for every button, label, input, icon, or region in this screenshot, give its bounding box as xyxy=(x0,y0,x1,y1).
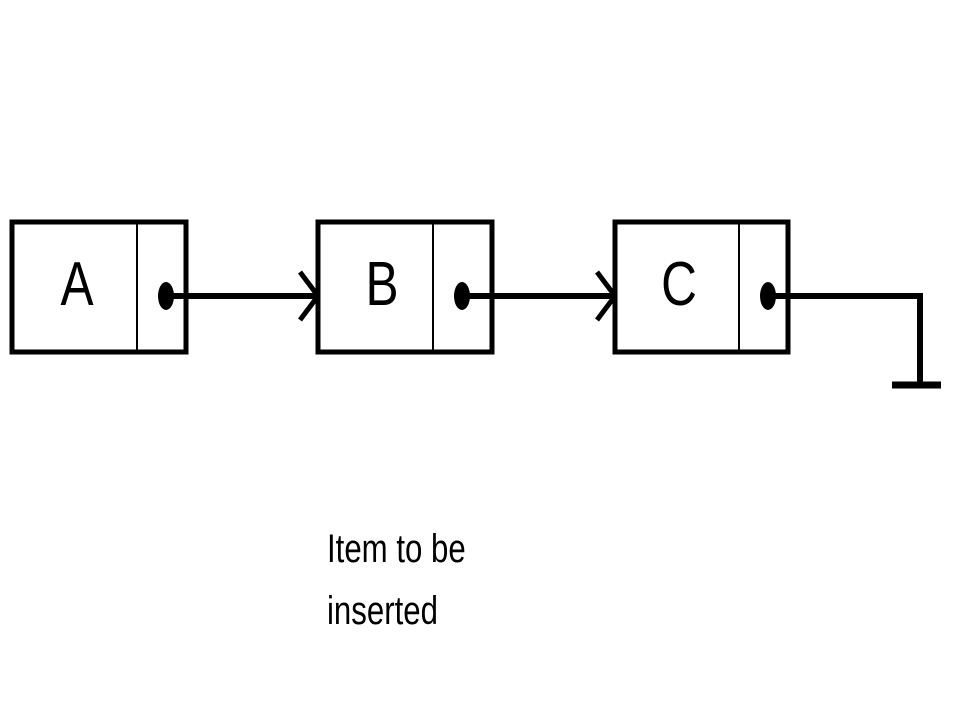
node-c-box xyxy=(612,219,791,355)
node-a-label: A xyxy=(60,249,94,319)
null-terminator-line xyxy=(768,293,923,384)
node-a: A xyxy=(9,219,189,355)
node-a-box xyxy=(9,219,189,355)
node-c: C xyxy=(612,219,791,355)
node-b: B xyxy=(315,219,495,355)
node-b-label: B xyxy=(365,249,398,319)
insert-caption-line-2: inserted xyxy=(327,588,438,633)
insert-caption: Item to be inserted xyxy=(327,526,466,633)
node-c-label: C xyxy=(661,249,697,319)
insert-caption-line-1: Item to be xyxy=(327,526,466,571)
null-terminator xyxy=(768,293,941,389)
arrow-a-to-b xyxy=(166,270,322,322)
